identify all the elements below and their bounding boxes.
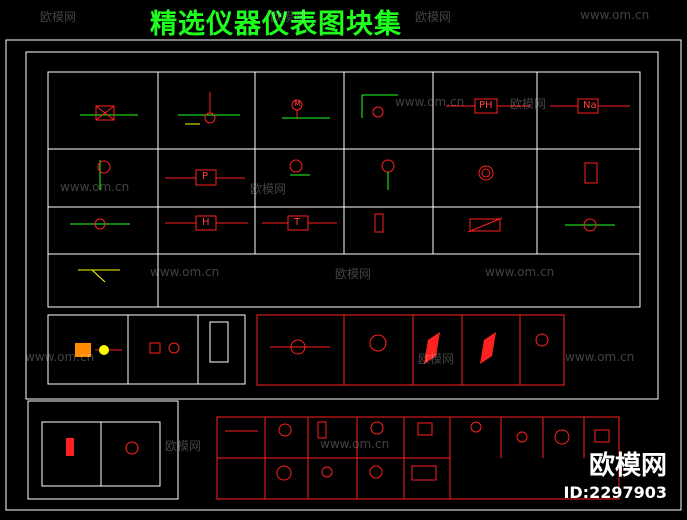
bottom-red-table	[216, 416, 620, 500]
symbol-row-3	[70, 213, 615, 233]
lower-red-group	[256, 314, 565, 386]
p-text: P	[202, 171, 209, 182]
watermark-url: www.om.cn	[60, 180, 130, 194]
watermark-url: www.om.cn	[565, 350, 635, 364]
main-symbol-grid	[47, 71, 641, 308]
watermark-brand: 欧模网	[335, 267, 372, 281]
watermark-url: www.om.cn	[395, 95, 465, 109]
lower-left-group	[47, 314, 246, 385]
watermark-brand: 欧模网	[270, 10, 307, 24]
t-text: T	[294, 217, 301, 228]
h-text: H	[202, 217, 210, 228]
page-title: 精选仪器仪表图块集	[150, 9, 402, 40]
watermark-brand: 欧模网	[415, 10, 452, 24]
symbol-row-4	[78, 269, 120, 283]
inner-frame	[25, 51, 659, 400]
watermark-brand: 欧模网	[418, 352, 455, 366]
watermark-brand: 欧模网	[250, 182, 287, 196]
watermark-url: www.om.cn	[485, 265, 555, 279]
watermark-brand: 欧模网	[40, 10, 77, 24]
m-text: M	[294, 99, 301, 108]
watermark-url: www.om.cn	[320, 437, 390, 451]
ph-text: PH	[479, 100, 493, 111]
watermark-url: www.om.cn	[150, 265, 220, 279]
bottom-left-box	[27, 400, 179, 500]
symbol-row-1	[80, 92, 630, 125]
watermark-brand: 欧模网	[165, 439, 202, 453]
watermark-brand: 欧模网	[510, 97, 547, 111]
na-text: Na	[583, 100, 597, 111]
symbol-row-2	[97, 159, 598, 190]
outer-frame	[5, 39, 682, 511]
watermark-url: www.om.cn	[25, 350, 95, 364]
watermark-url: www.om.cn	[580, 8, 650, 22]
watermark-id: ID:2297903	[563, 483, 667, 502]
watermark-brand-large: 欧模网	[588, 451, 667, 481]
